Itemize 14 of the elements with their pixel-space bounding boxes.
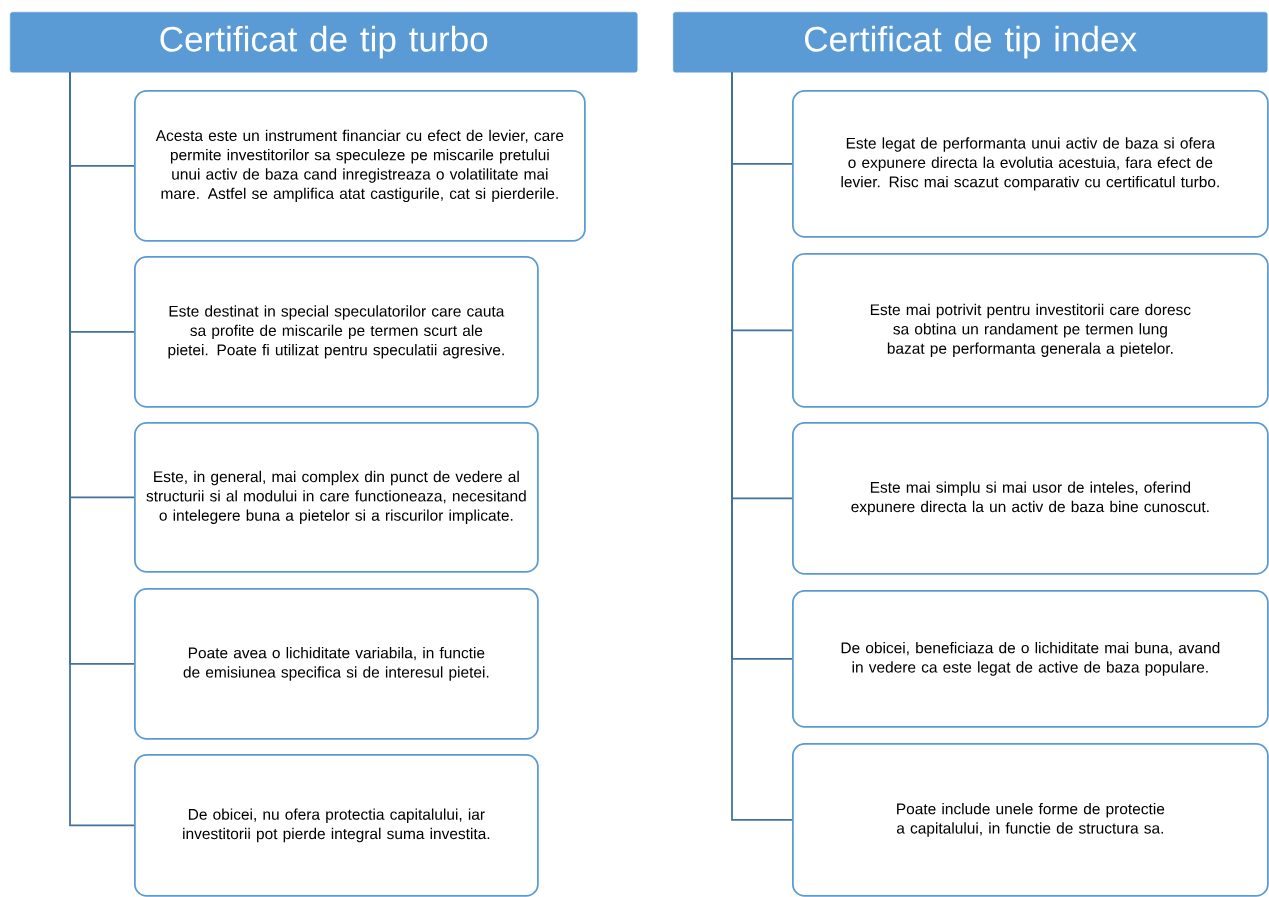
text-box: Este destinat in special speculatorilor care cauta sa profite de miscarile pe termen scurt ale pietei. Poate fi utilizat pentru speculatii agresive. [134, 256, 539, 408]
text-box: Este mai potrivit pentru investitorii care doresc sa obtina un randament pe termen lung bazat pe performanta generala a pietelor. [792, 253, 1269, 408]
text-box: Este mai simplu si mai usor de inteles, oferind expunere directa la un activ de baza bine cunoscut. [792, 422, 1269, 575]
text-box: Poate include unele forme de protectie a capitalului, in functie de structura sa. [792, 743, 1269, 897]
text-box: Poate avea o lichiditate variabila, in functie de emisiunea specifica si de interesul pietei. [134, 588, 539, 740]
text-box: Este legat de performanta unui activ de baza si ofera o expunere directa la evolutia acestuia, fara efect de levier. Risc mai scazut comparativ cu certificatul turbo. [792, 90, 1269, 238]
text-box: Acesta este un instrument financiar cu efect de levier, care permite investitorilor sa speculeze pe miscarile pretului unui activ de baza cand inregistreaza o volatilitate mai mare. Astfel se amplifica atat castigurile, cat si pierderile. [134, 90, 586, 242]
text-box: De obicei, nu ofera protectia capitalului, iar investitorii pot pierde integral suma investita. [134, 754, 539, 897]
connector-line [731, 71, 793, 821]
header-bar: Certificat de tip index [673, 12, 1268, 73]
connector-line [69, 71, 135, 827]
header-bar: Certificat de tip turbo [10, 12, 638, 73]
text-box: Este, in general, mai complex din punct de vedere al structurii si al modului in care functioneaza, necesitand o intelegere buna a pietelor si a riscurilor implicate. [134, 422, 539, 573]
text-box: De obicei, beneficiaza de o lichiditate mai buna, avand in vedere ca este legat de active de baza populare. [792, 590, 1269, 728]
